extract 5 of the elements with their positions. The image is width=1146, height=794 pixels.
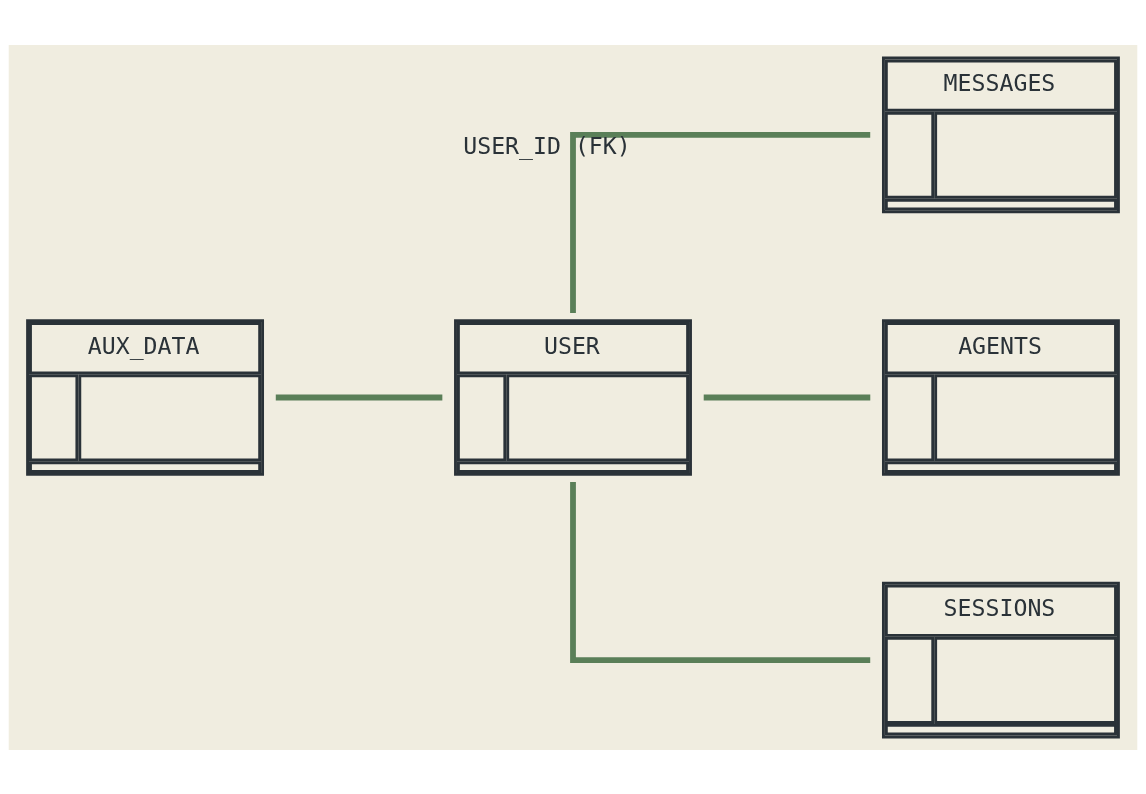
- connector: [570, 131, 871, 313]
- connector: [703, 394, 871, 400]
- connector: [275, 394, 443, 400]
- edge-label: USER_ID (FK): [463, 131, 631, 159]
- connector: [570, 481, 871, 663]
